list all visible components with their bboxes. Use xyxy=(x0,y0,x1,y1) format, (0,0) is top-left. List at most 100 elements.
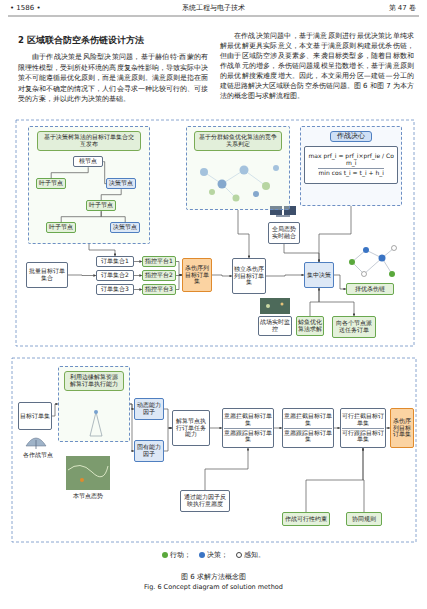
platform-box: 指控平台2 xyxy=(142,270,176,281)
node-text: 鲸鱼优化算法求解 xyxy=(298,319,322,333)
photo-spot xyxy=(266,304,270,308)
map-image xyxy=(66,456,110,490)
connector-arrow xyxy=(238,210,249,258)
connector-arrow xyxy=(319,206,351,262)
process-box: 批量目标订单集合 xyxy=(26,262,68,288)
node-text: 杀伤序列目标订单集 xyxy=(184,265,210,286)
connector-arrow xyxy=(134,261,142,262)
connector-arrow xyxy=(212,275,232,276)
connector-arrow xyxy=(176,262,182,276)
map-river xyxy=(68,465,108,476)
connector-arrow xyxy=(310,288,319,316)
legend-swatch xyxy=(162,552,168,558)
connector-arrow xyxy=(52,404,58,416)
header-rule xyxy=(8,16,419,17)
section-heading: 2 区域联合防空杀伤链设计方法 xyxy=(18,35,208,45)
node-text: 择优杀伤链 xyxy=(355,286,385,293)
connector-arrow xyxy=(89,244,115,256)
legend: 行动； 决策； 感知。 xyxy=(0,550,427,560)
node-text: 意愿拦截目标订单集 xyxy=(284,413,332,427)
node-text: 基于分群鲸鱼优化算法的竞争关系判定 xyxy=(194,131,282,151)
graph-dot xyxy=(363,247,369,253)
node-text: 作战决心 xyxy=(330,131,372,142)
node-text: 通过能力因子反映执行意愿度 xyxy=(182,494,228,508)
sequence-box: 杀伤序列目标订单集 xyxy=(390,408,414,448)
map-spot xyxy=(80,478,84,482)
connector-arrow xyxy=(363,448,364,512)
constraint-box: 作战可行性约束 xyxy=(282,512,330,526)
connector-arrow xyxy=(164,428,172,451)
node-text: 目标订单集 xyxy=(20,413,50,420)
body-paragraph: 在作战决策问题中，基于满意原则进行最优决策比单纯求解最优解更具实际意义，本文基于… xyxy=(220,31,414,101)
node-text: 批量目标订单集合 xyxy=(28,268,66,282)
node-text: min cos t_i = t_i + h_i xyxy=(318,168,383,177)
connector-arrow xyxy=(176,275,182,290)
legend-item: 感知。 xyxy=(236,550,265,560)
node-text: 解算节点执行订单任务能力 xyxy=(174,418,208,439)
formula-box: max prf_i = prf_i×prf_ie / Com_imin cos … xyxy=(304,146,398,184)
connector-arrow xyxy=(103,162,106,184)
process-box: 向各个节点派送任务订单 xyxy=(332,316,376,338)
process-box: 独立杀伤序列目标订单集 xyxy=(232,258,266,294)
node-text: 指控平台3 xyxy=(145,286,173,293)
tree-node: 决策节点 xyxy=(106,178,136,189)
process-box: 全局态势实时融合 xyxy=(268,222,300,244)
connector-arrow xyxy=(205,448,248,490)
connector-arrow xyxy=(101,189,121,200)
tree-node: 叶子节点 xyxy=(46,222,76,233)
graph-dot xyxy=(392,246,397,251)
node-text: 叶子节点 xyxy=(39,180,63,187)
region-box: 利用边缘解算资源解算订单执行能力 xyxy=(58,366,130,442)
connector-arrow xyxy=(274,428,282,429)
graph-dot xyxy=(349,259,355,265)
page-number: • 1586 • xyxy=(10,4,90,12)
figure-caption: 图 6 求解方法概念图 xyxy=(0,572,427,582)
volume: 第 47 卷 xyxy=(330,4,416,12)
tree-node: 叶子节点 xyxy=(86,200,116,211)
legend-text: 行动； xyxy=(170,550,191,560)
connector-arrow xyxy=(334,428,340,429)
connector-arrow xyxy=(134,289,142,290)
order-set-box: 意愿拦截目标订单集意愿跟踪目标订单集 xyxy=(282,408,334,448)
legend-text: 感知。 xyxy=(244,550,265,560)
region-frame xyxy=(12,358,416,542)
connector-arrow xyxy=(266,275,304,276)
battlefield-image xyxy=(260,298,290,314)
factor-box: 动态能力因子 xyxy=(134,398,164,420)
node-text: 向各个节点派送任务订单 xyxy=(334,320,374,334)
connector-arrow xyxy=(284,244,319,262)
process-box: 解算节点执行订单任务能力 xyxy=(172,410,210,446)
connector-arrow xyxy=(130,404,134,451)
constraint-box: 协同规则 xyxy=(346,512,382,526)
journal-name: 系统工程与电子技术 xyxy=(118,4,308,12)
order-box: 订单集合3 xyxy=(96,284,134,295)
connector-arrow xyxy=(134,275,142,276)
node-text: 叶子节点 xyxy=(89,202,113,209)
node-text: 指控平台2 xyxy=(145,272,173,279)
legend-item: 行动； xyxy=(162,550,191,560)
node-text: 决策节点 xyxy=(113,224,137,231)
radar-icon xyxy=(26,438,46,449)
node-text: 决策节点 xyxy=(109,180,133,187)
radar-mast xyxy=(36,440,37,449)
legend-swatch xyxy=(199,552,205,558)
process-box: 鲸鱼优化算法求解 xyxy=(296,316,324,336)
connector-arrow xyxy=(386,428,390,429)
network-graph xyxy=(349,246,397,278)
region-box: 作战决心 max prf_i = prf_i×prf_ie / Com_imin … xyxy=(300,126,402,206)
node-text: 订单集合2 xyxy=(101,272,129,279)
region-box: 基于决策树算法的目标订单集合交互发布根节点叶子节点决策节点叶子节点叶子节点决策节… xyxy=(28,126,150,244)
body-paragraph: 由于作战决策是风险型决策问题，基于赫伯特·西蒙的有限理性模型，受到所处环境的高度… xyxy=(18,52,208,105)
order-set-box: 可行拦截目标订单集可行跟踪目标订单集 xyxy=(340,408,386,448)
order-box: 订单集合1 xyxy=(96,256,134,267)
order-set-box: 意愿拦截目标订单集意愿跟踪目标订单集 xyxy=(222,408,274,448)
caption-english: Fig. 6 Concept diagram of solution metho… xyxy=(0,584,427,592)
note-box: 通过能力因子反映执行意愿度 xyxy=(180,490,230,512)
node-text: 杀伤序列目标订单集 xyxy=(392,418,412,439)
legend-text: 决策； xyxy=(207,550,228,560)
connector-arrow xyxy=(164,409,172,428)
connector-arrow xyxy=(306,448,363,512)
graph-dot xyxy=(379,255,386,262)
legend-item: 决策； xyxy=(199,550,228,560)
connector-arrow xyxy=(68,275,96,277)
